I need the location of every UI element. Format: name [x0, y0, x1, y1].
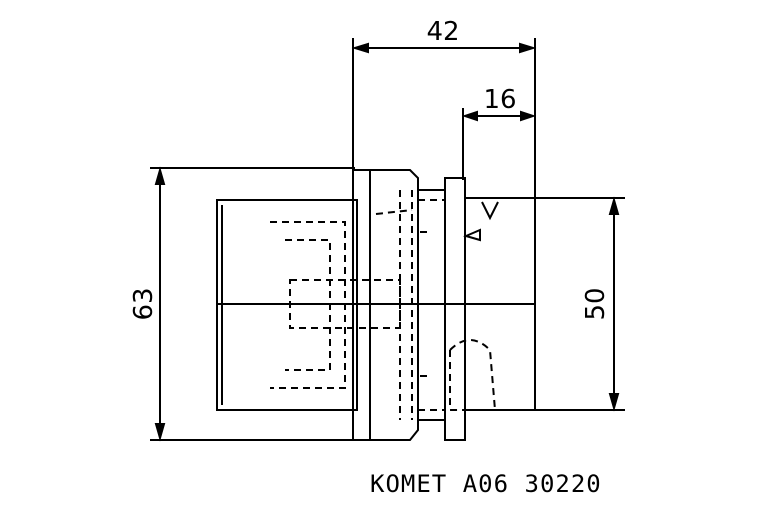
- body-outline: [216, 169, 536, 441]
- dimension-50: [535, 196, 625, 412]
- part-number-caption: KOMET A06 30220: [370, 470, 602, 498]
- dimension-16-label: 16: [483, 85, 516, 115]
- dimension-63-label: 63: [129, 287, 159, 320]
- dimension-16: [461, 108, 537, 180]
- dimension-50-label: 50: [581, 287, 611, 320]
- hidden-lines: [270, 190, 497, 420]
- dimension-63: [150, 166, 355, 442]
- dimension-42-label: 42: [426, 17, 459, 47]
